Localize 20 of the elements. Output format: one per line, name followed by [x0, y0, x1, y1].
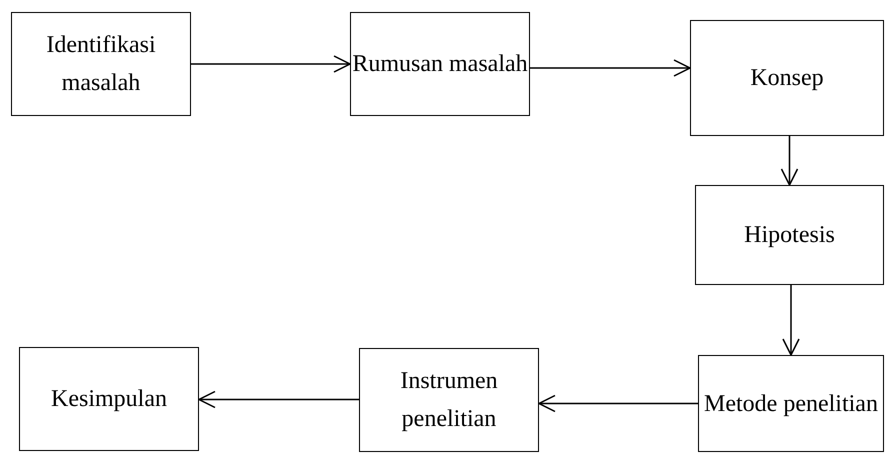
- arrow: [782, 285, 800, 356]
- arrow: [530, 59, 691, 77]
- box-label: Konsep: [750, 64, 824, 93]
- process-box: [11, 12, 191, 116]
- box-label: Rumusan masalah: [352, 50, 528, 79]
- process-box: [690, 20, 884, 136]
- process-box: [19, 347, 199, 451]
- process-box: [350, 12, 530, 116]
- process-box: [359, 348, 539, 452]
- process-box: [695, 185, 884, 285]
- arrow: [780, 136, 798, 186]
- box-label: Hipotesis: [744, 221, 835, 250]
- box-label: Metode penelitian: [704, 390, 878, 418]
- box-label: Kesimpulan: [51, 385, 167, 414]
- box-label: Identifikasi masalah: [45, 31, 157, 98]
- box-label: Instrumen penelitian: [399, 367, 499, 434]
- arrow: [198, 390, 359, 408]
- process-box: [698, 355, 884, 452]
- arrow: [538, 394, 698, 412]
- arrow: [191, 55, 351, 73]
